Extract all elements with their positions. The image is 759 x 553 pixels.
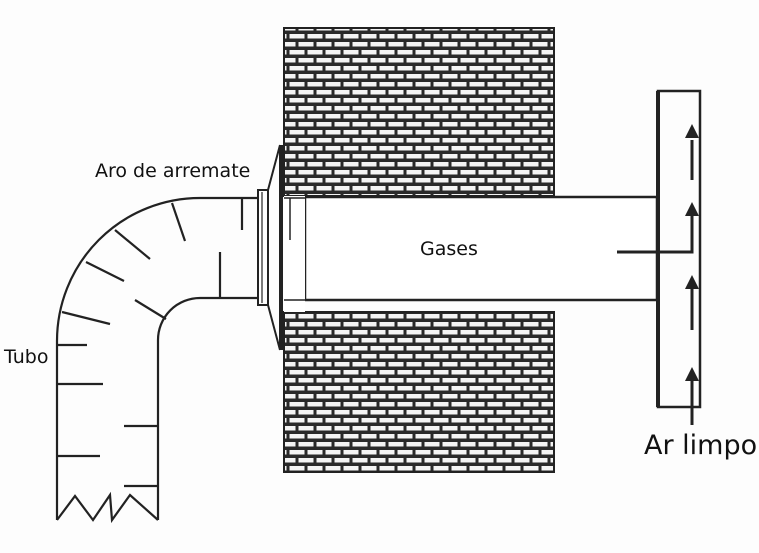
label-aro-de-arremate: Aro de arremate	[95, 160, 251, 182]
brick-wall-top	[283, 27, 555, 197]
flange-ring	[257, 144, 283, 351]
gas-duct	[303, 195, 659, 302]
label-ar-limpo: Ar limpo	[644, 430, 758, 461]
label-gases: Gases	[420, 238, 478, 260]
label-tubo: Tubo	[4, 346, 49, 368]
arrow-heads	[685, 124, 699, 381]
brick-wall-bottom	[283, 311, 555, 473]
flexible-tube	[55, 196, 258, 524]
clean-air-chamber	[617, 89, 702, 409]
